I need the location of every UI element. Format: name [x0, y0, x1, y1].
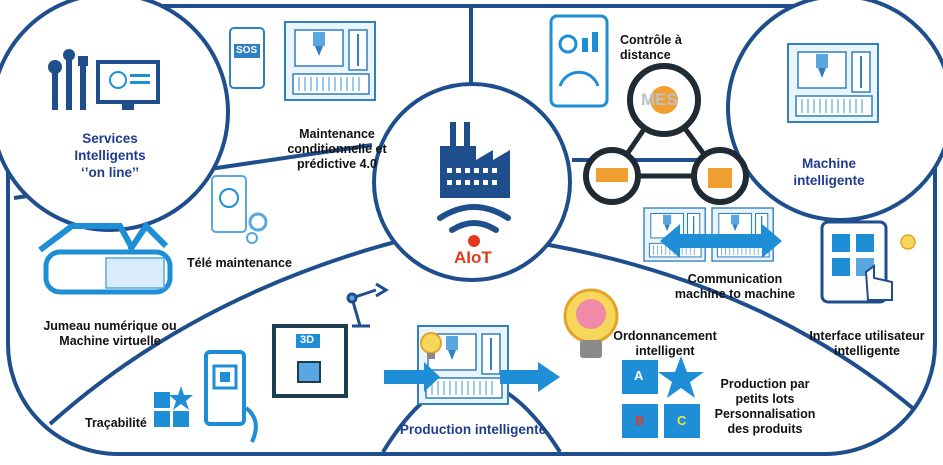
- remote-control-line1: Contrôle à: [620, 33, 682, 47]
- scheduling-line1: Ordonnancement: [613, 329, 717, 343]
- ui-line2: intelligente: [834, 344, 900, 358]
- custom-products-blocks-icon: [622, 356, 704, 438]
- services-circle: [0, 0, 230, 232]
- sos-phone-icon: [229, 27, 265, 89]
- smart-machine-line1: Machine: [801, 156, 856, 171]
- m2m-double-arrow-icon: [660, 224, 782, 258]
- factory-icon: [440, 122, 510, 198]
- services-line2: Intelligents: [74, 148, 146, 163]
- mes-label: MES: [641, 90, 678, 109]
- maintenance-line3: prédictive 4.0: [297, 157, 377, 171]
- smart-production-label: Production intelligente: [399, 422, 547, 437]
- services-line1: Services: [82, 131, 138, 146]
- ui-label: Interface utilisateur intelligente: [796, 329, 938, 359]
- maintenance-line2: conditionnelle et: [287, 142, 387, 156]
- digital-twin-label: Jumeau numérique ou Machine virtuelle: [30, 319, 190, 349]
- traceability-label: Traçabilité: [85, 416, 147, 430]
- 3d-text: 3D: [300, 334, 315, 346]
- ui-line1: Interface utilisateur: [809, 329, 925, 343]
- m2m-line1: Communication: [687, 272, 783, 286]
- maintenance-machine-icon: [284, 21, 376, 101]
- tools-icon: [48, 49, 88, 110]
- production-arrows-icon: [384, 362, 560, 392]
- scheduling-label: Ordonnancement intelligent: [604, 329, 726, 359]
- smart-machine-label: Machine intelligente: [770, 155, 888, 189]
- m2m-label: Communication machine to machine: [660, 272, 810, 302]
- services-label: Services Intelligents ‘’on line’’: [40, 130, 180, 181]
- wifi-icon: [437, 204, 511, 233]
- wifi-dot: [468, 235, 480, 247]
- maintenance-label: Maintenance conditionnelle et prédictive…: [274, 127, 400, 172]
- remote-control-label: Contrôle à distance: [620, 33, 682, 63]
- maintenance-line1: Maintenance: [299, 127, 375, 141]
- block-a-text: A: [634, 368, 644, 383]
- scheduling-bulb-icon: [563, 288, 619, 358]
- services-line3: ‘’on line’’: [80, 165, 139, 180]
- mes-network-icon: [583, 63, 749, 205]
- aiot-label: AIoT: [454, 248, 492, 267]
- remote-control-line2: distance: [620, 48, 671, 62]
- scheduling-line2: intelligent: [635, 344, 695, 358]
- small-batches-line4: des produits: [727, 422, 803, 436]
- small-batches-label: Production par petits lots Personnalisat…: [714, 377, 816, 437]
- digital-twin-line1: Jumeau numérique ou: [43, 319, 177, 333]
- smart-machine-icon: [787, 43, 879, 123]
- smart-machine-line2: intelligente: [793, 173, 865, 188]
- block-c-text: C: [677, 413, 687, 428]
- tablet-ui-icon: [820, 220, 916, 304]
- traceability-blocks-icon: [154, 386, 193, 427]
- tele-maintenance-phone-icon: [211, 175, 268, 244]
- vr-goggles-icon: [38, 221, 173, 295]
- sos-text: SOS: [236, 45, 258, 56]
- block-b-text: B: [635, 413, 645, 428]
- tele-maintenance-label: Télé maintenance: [187, 256, 292, 270]
- m2m-line2: machine to machine: [674, 287, 796, 301]
- bulb-small-icon: [420, 332, 442, 359]
- small-batches-line1: Production par: [720, 377, 810, 391]
- small-batches-line3: Personnalisation: [714, 407, 816, 421]
- digital-twin-line2: Machine virtuelle: [59, 334, 161, 348]
- remote-control-phone-icon: [549, 14, 609, 108]
- small-batches-line2: petits lots: [735, 392, 795, 406]
- 3d-printer-icon: [272, 324, 348, 398]
- robot-arm-icon: [346, 282, 389, 328]
- qr-phone-icon: [204, 350, 258, 443]
- monitor-icon: [96, 60, 160, 110]
